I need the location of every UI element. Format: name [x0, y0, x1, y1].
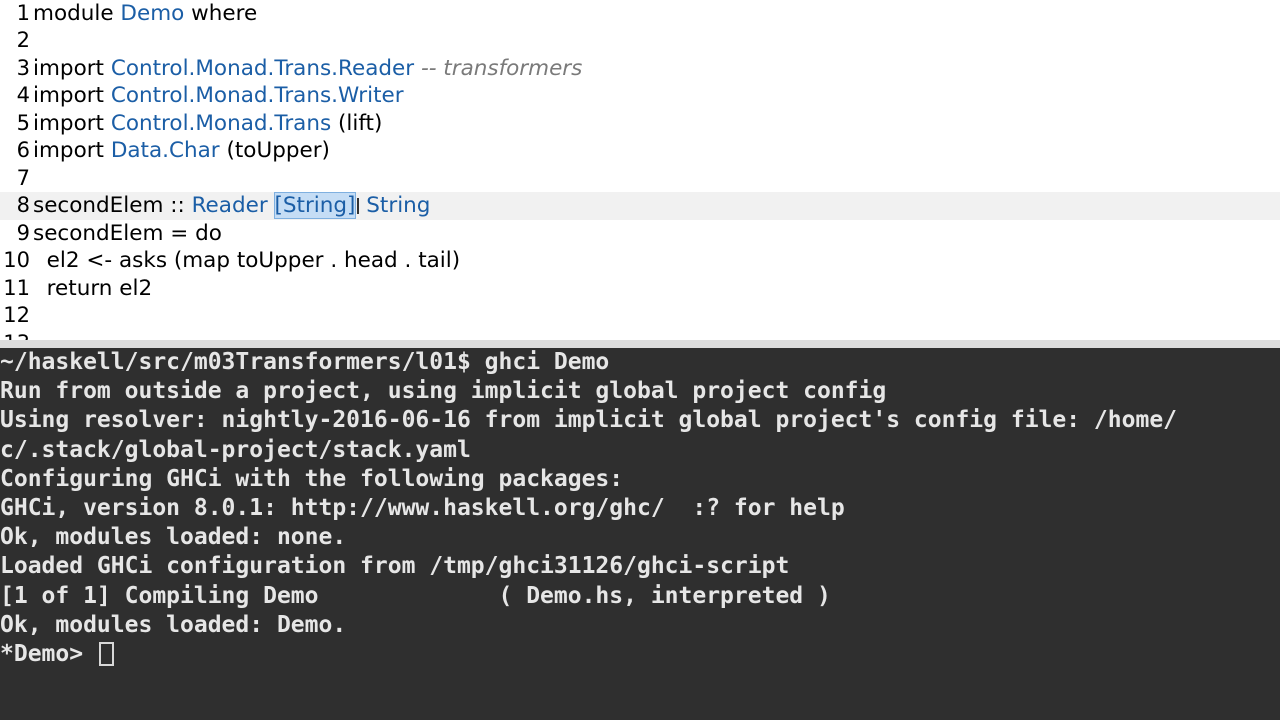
code-token: import — [33, 110, 111, 136]
code-line-text[interactable]: secondElem :: Reader [String] String — [33, 192, 430, 220]
terminal-panel[interactable]: ~/haskell/src/m03Transformers/l01$ ghci … — [0, 340, 1280, 720]
line-number: 9 — [16, 220, 30, 245]
code-token: secondElem :: — [33, 193, 192, 218]
terminal-line: Run from outside a project, using implic… — [0, 378, 887, 405]
code-line-text[interactable]: import Data.Char (toUpper) — [33, 137, 330, 165]
code-line-text[interactable]: el2 <- asks (map toUpper . head . tail) — [33, 247, 461, 275]
code-token: secondElem = do — [33, 220, 222, 246]
editor-line[interactable]: 13 — [0, 330, 1280, 341]
code-identifier: Control.Monad.Trans — [110, 110, 332, 136]
line-number: 6 — [16, 138, 30, 162]
selected-text[interactable]: [String] — [273, 192, 357, 219]
code-token — [268, 193, 275, 218]
code-line-text[interactable]: return el2 — [33, 275, 152, 303]
line-number: 8 — [16, 193, 30, 217]
terminal-output: ~/haskell/src/m03Transformers/l01$ ghci … — [0, 348, 1177, 669]
code-token: import — [33, 83, 111, 108]
code-identifier: String — [359, 193, 431, 218]
terminal-line: Configuring GHCi with the following pack… — [0, 465, 624, 492]
line-number: 5 — [16, 110, 30, 135]
code-token: import — [33, 55, 111, 81]
terminal-line: ~/haskell/src/m03Transformers/l01$ ghci … — [0, 349, 610, 375]
terminal-line: [1 of 1] Compiling Demo ( Demo.hs, inter… — [0, 582, 831, 609]
editor-line[interactable]: 12 — [0, 302, 1280, 330]
code-token: module — [33, 0, 121, 26]
code-token: (toUpper) — [219, 138, 330, 163]
editor-line[interactable]: 7 — [0, 165, 1280, 193]
terminal-prompt-line[interactable]: *Demo> — [0, 640, 1177, 669]
line-number: 12 — [3, 303, 30, 327]
line-number: 10 — [3, 248, 30, 272]
editor-line[interactable]: 10 el2 <- asks (map toUpper . head . tai… — [0, 247, 1280, 275]
ghci-prompt: *Demo> — [0, 640, 97, 667]
terminal-line: Ok, modules loaded: none. — [0, 524, 347, 551]
pane-divider[interactable] — [0, 340, 1280, 348]
code-comment: -- transformers — [414, 55, 583, 81]
code-token: el2 <- asks (map toUpper . head . tail) — [33, 248, 461, 273]
line-number: 3 — [16, 55, 30, 80]
terminal-line: Ok, modules loaded: Demo. — [0, 611, 347, 638]
editor-line[interactable]: 2 — [0, 27, 1280, 55]
line-number: 2 — [16, 28, 30, 52]
code-identifier: Demo — [120, 0, 185, 26]
terminal-line: c/.stack/global-project/stack.yaml — [0, 436, 471, 463]
line-number: 11 — [3, 275, 30, 300]
terminal-line: Using resolver: nightly-2016-06-16 from … — [0, 407, 1178, 434]
code-identifier: Control.Monad.Trans.Reader — [110, 55, 415, 81]
terminal-line: GHCi, version 8.0.1: http://www.haskell.… — [0, 494, 845, 521]
line-number: 7 — [16, 165, 30, 190]
terminal-cursor-icon[interactable] — [98, 642, 114, 667]
code-line-text[interactable]: import Control.Monad.Trans.Writer — [33, 82, 404, 110]
code-token: import — [33, 138, 111, 163]
code-token: (lift) — [331, 110, 383, 136]
code-token: where — [184, 0, 258, 26]
editor-line[interactable]: 11 return el2 — [0, 275, 1280, 303]
code-identifier: Reader — [191, 193, 268, 218]
line-number: 4 — [16, 83, 30, 107]
code-line-text[interactable]: secondElem = do — [33, 220, 222, 248]
code-token: return el2 — [33, 275, 153, 301]
text-cursor-icon — [357, 198, 360, 214]
code-line-text[interactable]: module Demo where — [33, 0, 257, 27]
terminal-line: Loaded GHCi configuration from /tmp/ghci… — [0, 553, 790, 580]
code-identifier: Control.Monad.Trans.Writer — [110, 83, 404, 108]
code-line-text[interactable]: import Control.Monad.Trans.Reader -- tra… — [33, 55, 582, 83]
code-line-text[interactable]: import Control.Monad.Trans (lift) — [33, 110, 382, 138]
code-identifier: Data.Char — [110, 138, 220, 163]
line-number: 13 — [0, 330, 30, 341]
line-number: 1 — [16, 0, 30, 25]
